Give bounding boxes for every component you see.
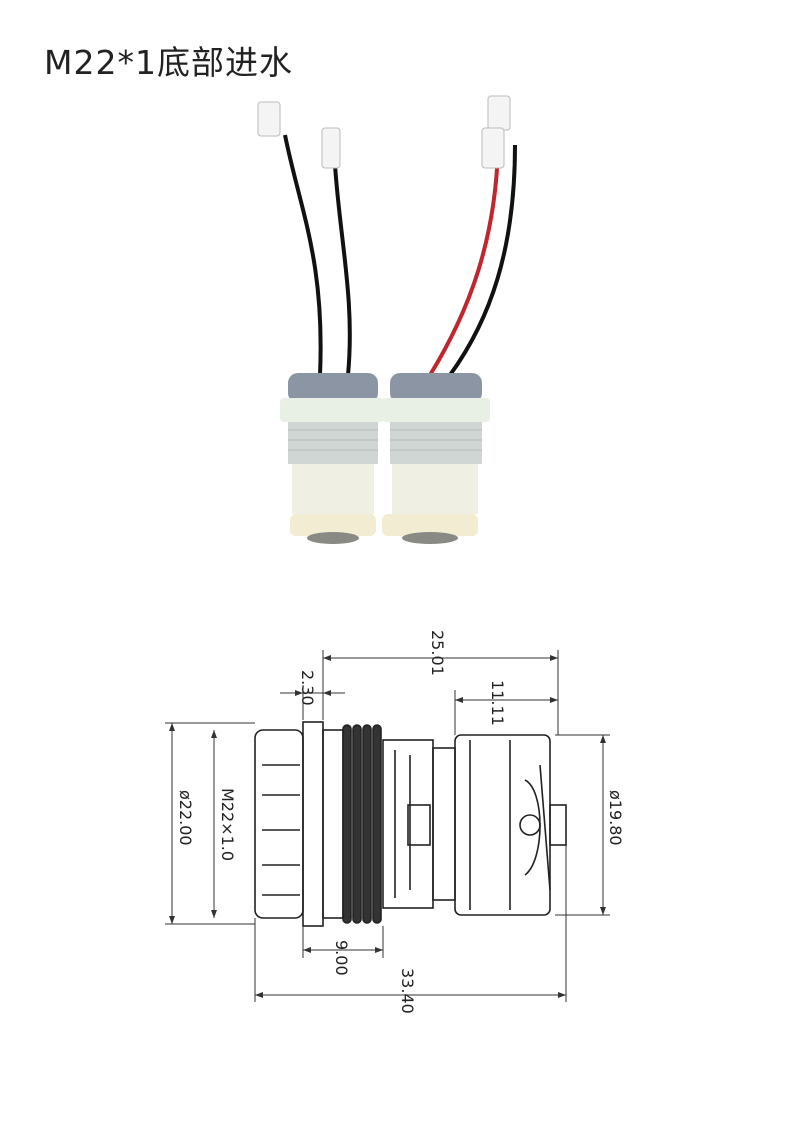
technical-drawing: 25.01 2.30 11.11 ø22.00 M22×1.0 ø19.80 9… [165, 630, 625, 1014]
dim-motor-diameter: ø19.80 [606, 790, 625, 846]
dim-thread-length: 9.00 [332, 940, 351, 976]
dim-thread-spec: M22×1.0 [218, 788, 237, 861]
dim-motor-length: 11.11 [488, 680, 507, 726]
product-photo [257, 95, 517, 544]
page-title: M22*1底部进水 [44, 43, 293, 82]
dim-thread-offset: 2.30 [298, 670, 317, 706]
dim-outer-diameter: ø22.00 [176, 790, 195, 846]
dim-overall-length: 33.40 [398, 968, 417, 1014]
dim-overall-top: 25.01 [428, 630, 447, 676]
